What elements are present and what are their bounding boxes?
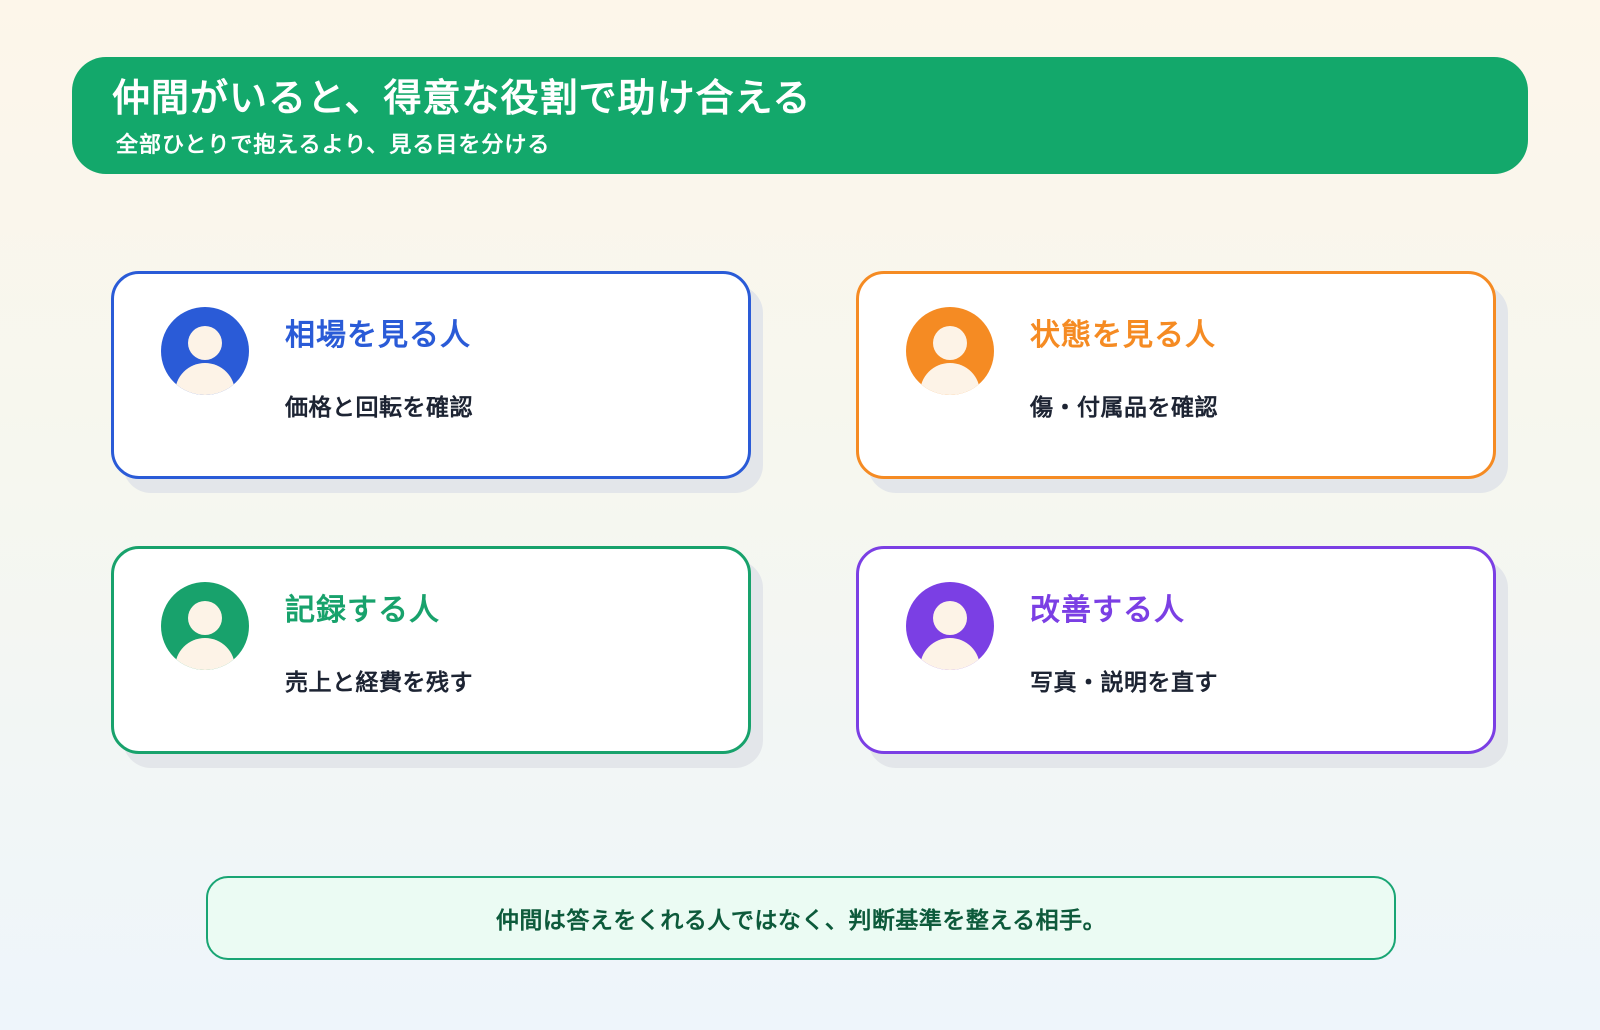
person-icon [161,307,249,395]
role-card-improve: 改善する人 写真・説明を直す [856,546,1496,754]
role-card-description: 価格と回転を確認 [285,395,473,421]
page-subtitle: 全部ひとりで抱えるより、見る目を分ける [116,133,551,158]
role-card-title: 状態を見る人 [1030,318,1216,353]
role-card-title: 記録する人 [285,593,440,628]
role-card-condition: 状態を見る人 傷・付属品を確認 [856,271,1496,479]
footer-note: 仲間は答えをくれる人ではなく、判断基準を整える相手。 [206,876,1396,960]
role-card-description: 傷・付属品を確認 [1030,395,1218,421]
role-card-title: 相場を見る人 [285,318,471,353]
role-card-description: 売上と経費を残す [285,670,473,696]
role-card-record: 記録する人 売上と経費を残す [111,546,751,754]
person-icon [906,307,994,395]
title-banner: 仲間がいると、得意な役割で助け合える 全部ひとりで抱えるより、見る目を分ける [72,57,1528,174]
role-card-title: 改善する人 [1030,593,1185,628]
page-title: 仲間がいると、得意な役割で助け合える [112,76,812,120]
person-icon [906,582,994,670]
person-icon [161,582,249,670]
role-card-market: 相場を見る人 価格と回転を確認 [111,271,751,479]
role-card-description: 写真・説明を直す [1030,670,1218,696]
